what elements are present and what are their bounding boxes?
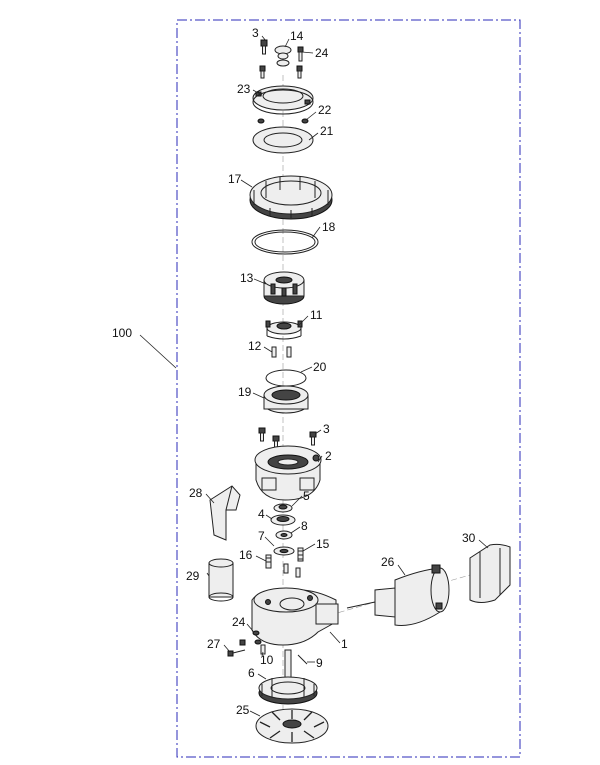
callout-9: 9 [316,656,323,670]
callout-13: 13 [240,271,254,285]
callout-30: 30 [462,531,476,545]
callout-23: 23 [237,82,251,96]
part-1-lower-housing [251,587,339,646]
callout-28: 28 [189,486,203,500]
callout-11: 11 [310,308,323,322]
callout-12: 12 [248,339,262,353]
part-20-o-ring [265,369,307,387]
part-10-pin [260,644,266,655]
top-fasteners [259,39,304,79]
callout-14: 14 [290,29,304,43]
part-21-thin-plate [252,126,314,154]
part-7-washer [273,546,295,556]
part-23-plate [252,85,314,115]
label-assembly-100: 100 [112,326,132,340]
callout-7: 7 [258,529,265,543]
part-13-planet-cage [263,271,305,305]
callout-4: 4 [258,507,265,521]
callout-21: 21 [320,124,334,138]
part-19-ring-housing [263,385,309,414]
callout-29: 29 [186,569,200,583]
leader-assembly-100 [139,334,177,369]
callout-24-top: 24 [315,46,329,60]
part-12-pins [271,346,292,358]
callout-19: 19 [238,385,252,399]
part-2-upper-housing [254,445,322,501]
part-18-ring [251,229,319,255]
part-6-output-gear [258,649,318,705]
part-15-spring [297,547,304,562]
callout-labels: 3 14 24 23 22 21 17 18 13 11 12 20 19 3 … [186,26,476,717]
part-28-handle [209,485,241,541]
callout-17: 17 [228,172,242,186]
callout-10: 10 [260,653,274,667]
part-9-screw [297,654,308,665]
callout-3-middle: 3 [323,422,330,436]
leader-lines [205,35,489,717]
part-30-motor-housing [469,543,511,603]
part-3-middle-screws [258,427,317,450]
part-26-motor [346,564,450,626]
callout-24-lower: 24 [232,615,246,629]
callout-2: 2 [325,449,332,463]
part-5-bearing [273,503,293,513]
callout-15: 15 [316,537,330,551]
spacer-pins [283,563,301,578]
callout-16: 16 [239,548,253,562]
callout-22: 22 [318,103,332,117]
callout-1: 1 [341,637,348,651]
part-25-bottom-disk [255,708,329,744]
callout-5: 5 [303,489,310,503]
callout-6: 6 [248,666,255,680]
part-4-bearing [270,514,296,526]
part-24-lower-pins [252,630,262,645]
part-8-washer [275,530,293,540]
callout-3-top: 3 [252,26,259,40]
part-11-carrier [265,320,303,340]
part-27-screw [227,639,246,657]
callout-20: 20 [313,360,327,374]
part-17-ring-gear [249,175,333,220]
assembly-frame [176,19,521,758]
part-16-spring [265,554,272,569]
callout-25: 25 [236,703,250,717]
part-29-sleeve [208,558,234,602]
callout-8: 8 [301,519,308,533]
callout-26: 26 [381,555,395,569]
callout-27: 27 [207,637,221,651]
callout-18: 18 [322,220,336,234]
